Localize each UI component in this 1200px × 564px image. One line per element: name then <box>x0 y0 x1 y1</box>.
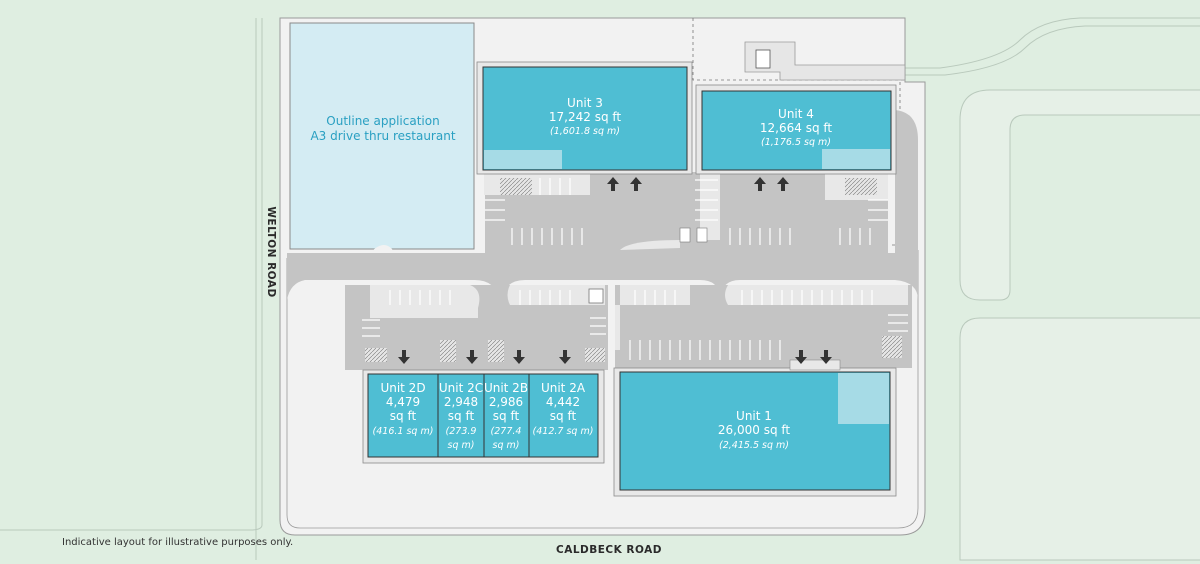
unit-2b-sqm-2: sq m) <box>493 440 520 451</box>
island-sw-a <box>370 285 480 318</box>
north-east-path <box>905 17 1200 69</box>
welton-road-label: WELTON ROAD <box>265 206 277 297</box>
unit-2a[interactable] <box>528 373 599 458</box>
island-n-b <box>700 172 720 240</box>
outline-title: Outline application <box>326 114 439 128</box>
disclaimer: Indicative layout for illustrative purpo… <box>62 537 293 548</box>
unit-2a-num: 4,442 <box>546 395 580 409</box>
unit-3-name: Unit 3 <box>567 96 603 110</box>
island-south <box>615 305 620 350</box>
unit-2b-unit: sq ft <box>493 409 520 423</box>
unit-4-sqft: 12,664 sq ft <box>760 121 833 135</box>
unit-2d-unit: sq ft <box>390 409 417 423</box>
unit-2b[interactable] <box>483 373 530 458</box>
substation-area <box>744 41 906 81</box>
road-tarmac-main <box>287 253 918 300</box>
unit-2b-sqm-1: (277.4 <box>491 426 522 437</box>
unit-1-name: Unit 1 <box>736 409 772 423</box>
unit-2d-num: 4,479 <box>386 395 420 409</box>
east-context-block <box>959 89 1200 301</box>
unit-1-sqm: (2,415.5 sq m) <box>719 440 789 451</box>
unit-2a-unit: sq ft <box>550 409 577 423</box>
unit-2c[interactable] <box>437 373 485 458</box>
unit-2c-sqm-2: sq m) <box>448 440 475 451</box>
unit-2b-num: 2,986 <box>489 395 523 409</box>
unit-3-sqm: (1,601.8 sq m) <box>550 126 620 137</box>
island-n-a <box>484 172 590 195</box>
unit-2c-num: 2,948 <box>444 395 478 409</box>
unit-1-yard <box>789 359 841 371</box>
east-context-block-2 <box>959 317 1200 561</box>
substation <box>755 49 771 69</box>
north-car-park-kerb <box>620 240 680 250</box>
bin-store-a <box>679 227 691 243</box>
unit-1-office <box>838 373 889 424</box>
sw-access-road <box>345 285 360 370</box>
parking-bays-north <box>485 178 888 245</box>
unit-3-office <box>484 150 562 169</box>
unit-3-sqft: 17,242 sq ft <box>549 110 622 124</box>
north-east-path-2 <box>905 25 1200 76</box>
kiosk <box>588 288 604 304</box>
unit-1-sqft: 26,000 sq ft <box>718 423 791 437</box>
unit-2c-name: Unit 2C <box>439 381 483 395</box>
unit-2a-name: Unit 2A <box>541 381 586 395</box>
unit-4-name: Unit 4 <box>778 107 814 121</box>
outline-plot[interactable] <box>289 22 475 250</box>
accessible-bays <box>365 178 902 392</box>
inner-kerb <box>286 250 919 529</box>
unit-4-sqm: (1,176.5 sq m) <box>761 137 831 148</box>
unit-2b-name: Unit 2B <box>484 381 528 395</box>
west-boundary-line-2 <box>0 18 263 531</box>
island-sw-b <box>507 285 605 305</box>
se-car-park[interactable] <box>615 285 912 368</box>
outline-subtitle: A3 drive thru restaurant <box>310 129 455 143</box>
dashed-boundary <box>692 18 905 81</box>
east-access-road <box>895 110 918 253</box>
parking-bays-south <box>362 290 908 360</box>
unit-2d-name: Unit 2D <box>380 381 425 395</box>
island-nw <box>370 245 395 253</box>
unit-2a-sqm: (412.7 sq m) <box>533 426 594 437</box>
bin-store-b <box>696 227 708 243</box>
unit-2d-sqm: (416.1 sq m) <box>373 426 434 437</box>
unit-2c-sqm-1: (273.9 <box>446 426 477 437</box>
unit-2c-unit: sq ft <box>448 409 475 423</box>
caldbeck-road-label: CALDBECK ROAD <box>556 544 662 556</box>
unit-4-office <box>822 149 890 169</box>
